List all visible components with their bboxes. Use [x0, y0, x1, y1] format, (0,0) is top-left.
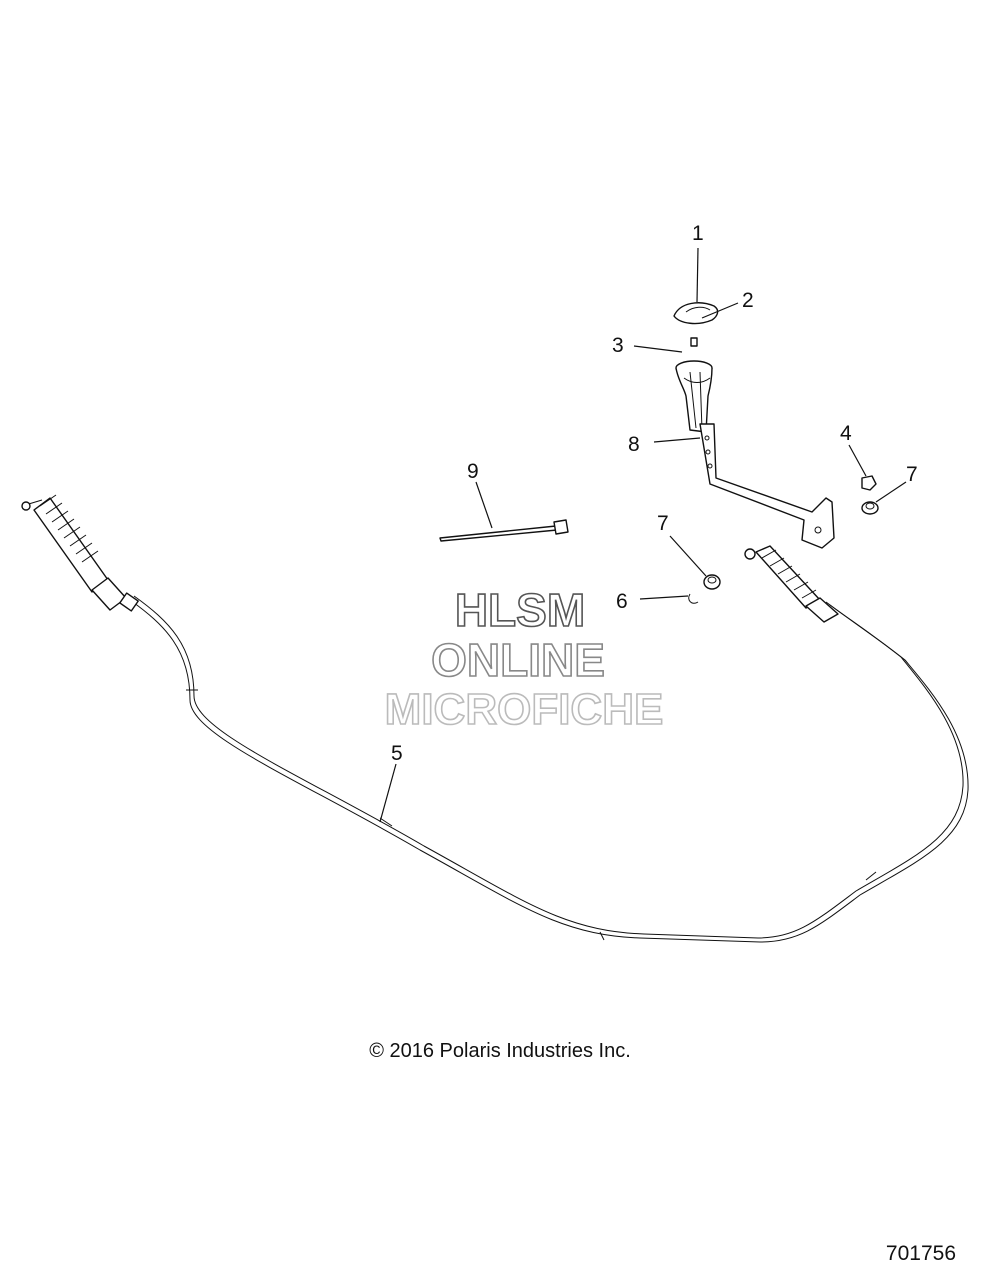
nut: [861, 475, 877, 491]
callout-3: 3: [612, 334, 624, 357]
callouts: 1 2 3 4 5 6 7 7 8 9: [391, 222, 918, 765]
callout-1: 1: [692, 222, 704, 245]
cable-left-end: [21, 494, 139, 612]
callout-6: 6: [616, 590, 628, 613]
callout-4: 4: [840, 422, 852, 445]
shift-lever: [699, 423, 835, 549]
callout-2: 2: [742, 289, 754, 312]
leader-lines: [379, 247, 907, 823]
callout-9: 9: [467, 460, 479, 483]
callout-8: 8: [628, 433, 640, 456]
watermark-line-2: ONLINE: [431, 634, 605, 686]
cable-right-end: [744, 545, 839, 623]
callout-7-left: 7: [657, 512, 669, 535]
retaining-clip: [688, 593, 699, 604]
watermark-line-1: HLSM: [455, 584, 585, 636]
watermark-line-3: MICROFICHE: [385, 685, 664, 734]
shift-knob: [675, 360, 713, 433]
knob-cap: [673, 302, 719, 325]
callout-5: 5: [391, 742, 403, 765]
callout-7-right: 7: [906, 463, 918, 486]
watermark: HLSM ONLINE MICROFICHE: [384, 583, 664, 735]
bushing-left: [703, 574, 721, 590]
bushing-right: [861, 501, 879, 515]
set-screw: [690, 337, 698, 347]
copyright-notice: © 2016 Polaris Industries Inc.: [369, 1040, 631, 1062]
shift-cable: [21, 494, 969, 943]
cable-tie: [439, 519, 569, 542]
figure-number: 701756: [885, 1242, 956, 1265]
